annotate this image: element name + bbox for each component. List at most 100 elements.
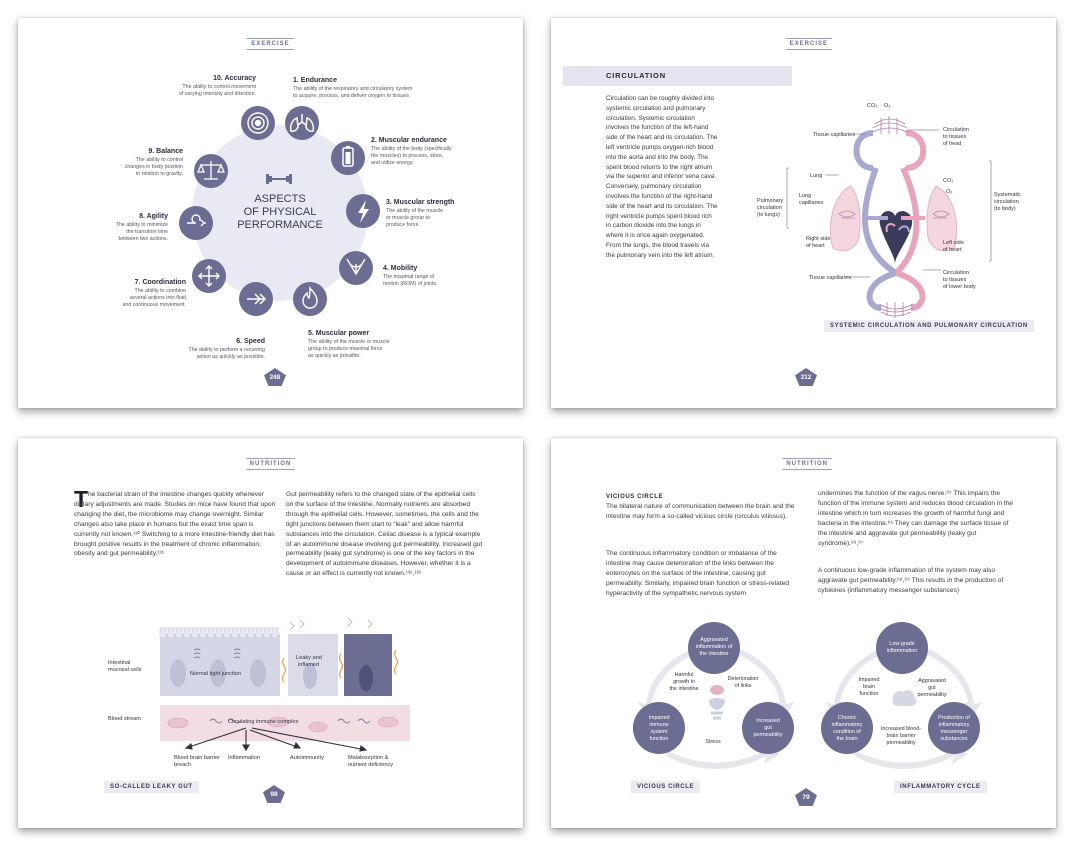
svg-text:messenger: messenger [941,729,968,735]
svg-text:inflammation of: inflammation of [696,644,733,650]
node-chronic-brain-inflammation [821,702,873,754]
svg-text:The ability of the respiratory: The ability of the respiratory and circu… [293,86,413,92]
lightning-icon [358,200,369,223]
svg-text:7. Coordination: 7. Coordination [135,279,186,286]
turn-arrow-icon [187,214,206,227]
svg-text:The ability to control movemen: The ability to control movement [182,84,256,90]
label-stress: Stress [705,739,721,745]
svg-text:as quickly as possible.: as quickly as possible. [308,353,361,359]
svg-text:and utilize energy.: and utilize energy. [371,160,414,166]
label-inflammation: Inflammation [228,755,260,761]
svg-text:Chronic: Chronic [838,715,857,721]
label-normal-tight-junction: Normal tight junction [190,671,241,677]
page-leaky-gut: NUTRITION T he bacterial strain of the i… [18,438,523,828]
svg-text:function: function [860,691,879,697]
cycle-arrows [826,649,982,769]
svg-text:gut: gut [928,685,936,691]
svg-text:6. Speed: 6. Speed [236,338,265,345]
svg-text:nutrient deficiency: nutrient deficiency [348,762,393,768]
svg-text:Left side: Left side [943,240,964,246]
svg-text:permeability: permeability [753,732,782,738]
svg-text:The ability of the body (speci: The ability of the body (specifically [371,146,452,152]
svg-text:capillaries: capillaries [799,200,824,206]
cycle-arrows [638,649,794,769]
page-circulation: EXERCISE CIRCULATION Circulation can be … [551,18,1056,408]
label-immune-complex: Circulating immune complex [228,719,298,725]
section-header: EXERCISE [18,18,523,50]
svg-text:Right side: Right side [806,236,830,242]
flame-icon [302,286,318,309]
page-number: 212 [795,368,817,386]
drop-cap: T [74,486,89,512]
svg-text:(to body): (to body) [994,206,1016,212]
page-aspects-of-performance: EXERCISE ASPECTS OF PHYSICAL PERFORMANCE… [18,18,523,408]
svg-text:of varying intensity and direc: of varying intensity and direction. [179,91,256,97]
section-label: EXERCISE [785,38,832,50]
svg-text:growth in: growth in [673,679,695,685]
page-number: 248 [264,368,286,386]
svg-text:Aggravated: Aggravated [700,637,728,643]
svg-text:action as quickly as possible.: action as quickly as possible. [197,354,265,360]
aspect-muscular-power: 5. Muscular power The ability of the mus… [293,282,390,359]
svg-text:2. Muscular endurance: 2. Muscular endurance [371,137,447,144]
svg-text:several actions into fluid: several actions into fluid [129,295,186,301]
section-label: EXERCISE [247,38,294,50]
svg-text:The maximal range of: The maximal range of [383,274,435,280]
svg-text:and continuous movement.: and continuous movement. [122,302,186,308]
svg-text:inflammation: inflammation [887,648,918,654]
svg-text:permeability: permeability [886,740,915,746]
svg-text:motion (ROM) of joints.: motion (ROM) of joints. [383,281,437,287]
svg-text:group to produce maximal force: group to produce maximal force [308,346,383,352]
col1-paragraph-2: The continuous inflammatory condition or… [606,550,789,597]
page-number: 98 [263,785,285,803]
node-increased-permeability [742,702,794,754]
center-line-2: OF PHYSICAL [244,206,317,218]
center-line-1: ASPECTS [254,193,305,205]
lower-capillary-bed [878,302,914,318]
inflammatory-cycle-diagram: Low-grade inflammation Production of inf… [821,622,982,769]
aspect-muscular-strength: 3. Muscular strength The ability of the … [346,194,454,228]
svg-text:Pulmonary: Pulmonary [757,198,784,204]
svg-text:Increased: Increased [756,718,780,724]
label-lung: Lung [810,173,822,179]
target-icon [247,112,269,134]
node-production-messengers [928,702,980,754]
section-heading: VICIOUS CIRCLE [606,494,664,500]
left-lung [829,185,861,252]
svg-text:of lower body: of lower body [943,284,976,290]
svg-text:Malabsorption &: Malabsorption & [348,755,389,761]
svg-text:(to lungs): (to lungs) [757,212,780,218]
aspect-coordination: 7. Coordination The ability to combine s… [122,259,226,308]
section-label: NUTRITION [782,458,832,470]
svg-text:10. Accuracy: 10. Accuracy [213,75,256,82]
scale-icon [197,161,225,180]
svg-text:The ability to minimize: The ability to minimize [116,222,168,228]
joint-angle-icon [346,258,366,276]
aspect-endurance: 1. Endurance The ability of the respirat… [285,77,413,140]
aspect-speed: 6. Speed The ability to perform a recurr… [188,282,273,360]
move-arrows-icon [198,265,220,287]
lung-capillaries [838,210,950,219]
svg-text:Impaired: Impaired [649,715,670,721]
svg-text:permeability: permeability [917,692,946,698]
svg-text:4. Mobility: 4. Mobility [383,265,417,272]
svg-text:in relation to gravity.: in relation to gravity. [136,171,183,177]
svg-text:Harmful: Harmful [675,672,694,678]
svg-text:of heart: of heart [806,243,825,249]
svg-text:8. Agility: 8. Agility [139,213,168,220]
aspect-muscular-endurance: 2. Muscular endurance The ability of the… [331,137,452,175]
label-mucosal-cells-1: Intestinal [108,660,130,666]
label-blood-stream: Blood stream [108,716,141,722]
svg-text:to tissues: to tissues [943,134,966,140]
svg-text:Impaired: Impaired [859,677,880,683]
svg-text:system: system [650,729,668,735]
circulation-paragraph: Circulation can be roughly divided into … [606,95,718,259]
outcome-arrows [184,727,368,752]
col2-paragraph-1: undermines the function of the vagus ner… [818,490,1013,547]
svg-text:9. Balance: 9. Balance [148,148,183,155]
node-aggravated-inflammation [688,622,740,674]
section-label: NUTRITION [245,458,296,470]
center-line-3: PERFORMANCE [237,219,323,231]
svg-text:the intestine: the intestine [699,651,728,657]
svg-text:the brain: the brain [837,736,858,742]
